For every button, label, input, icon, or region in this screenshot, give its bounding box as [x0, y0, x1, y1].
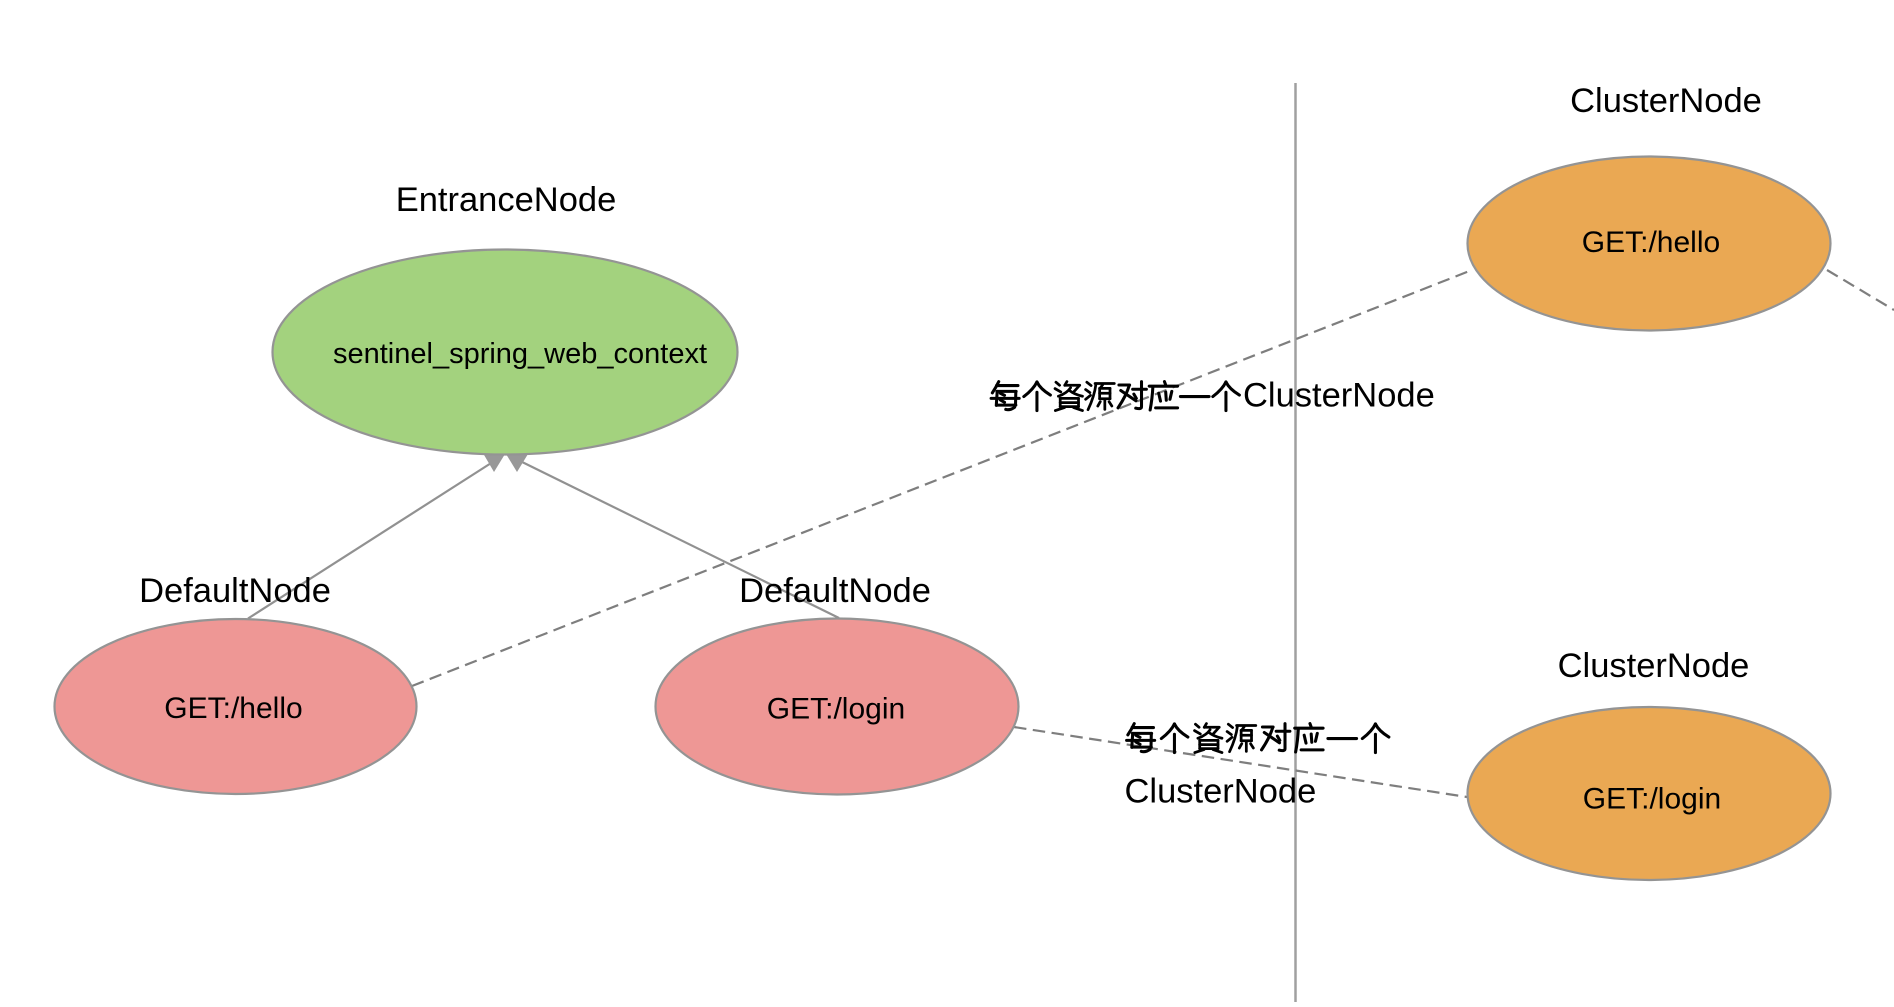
- svg-text:EntranceNode: EntranceNode: [396, 181, 617, 219]
- svg-text:GET:/login: GET:/login: [1583, 783, 1721, 816]
- svg-text:DefaultNode: DefaultNode: [139, 572, 331, 610]
- svg-text:ClusterNode: ClusterNode: [1243, 377, 1435, 415]
- svg-text:sentinel_spring_web_context: sentinel_spring_web_context: [333, 338, 707, 370]
- svg-text:GET:/hello: GET:/hello: [164, 692, 302, 725]
- svg-text:DefaultNode: DefaultNode: [739, 572, 931, 610]
- svg-text:ClusterNode: ClusterNode: [1558, 647, 1750, 685]
- svg-text:ClusterNode: ClusterNode: [1125, 773, 1317, 811]
- svg-text:GET:/login: GET:/login: [767, 693, 905, 726]
- svg-text:GET:/hello: GET:/hello: [1582, 226, 1720, 259]
- svg-text:ClusterNode: ClusterNode: [1570, 82, 1762, 120]
